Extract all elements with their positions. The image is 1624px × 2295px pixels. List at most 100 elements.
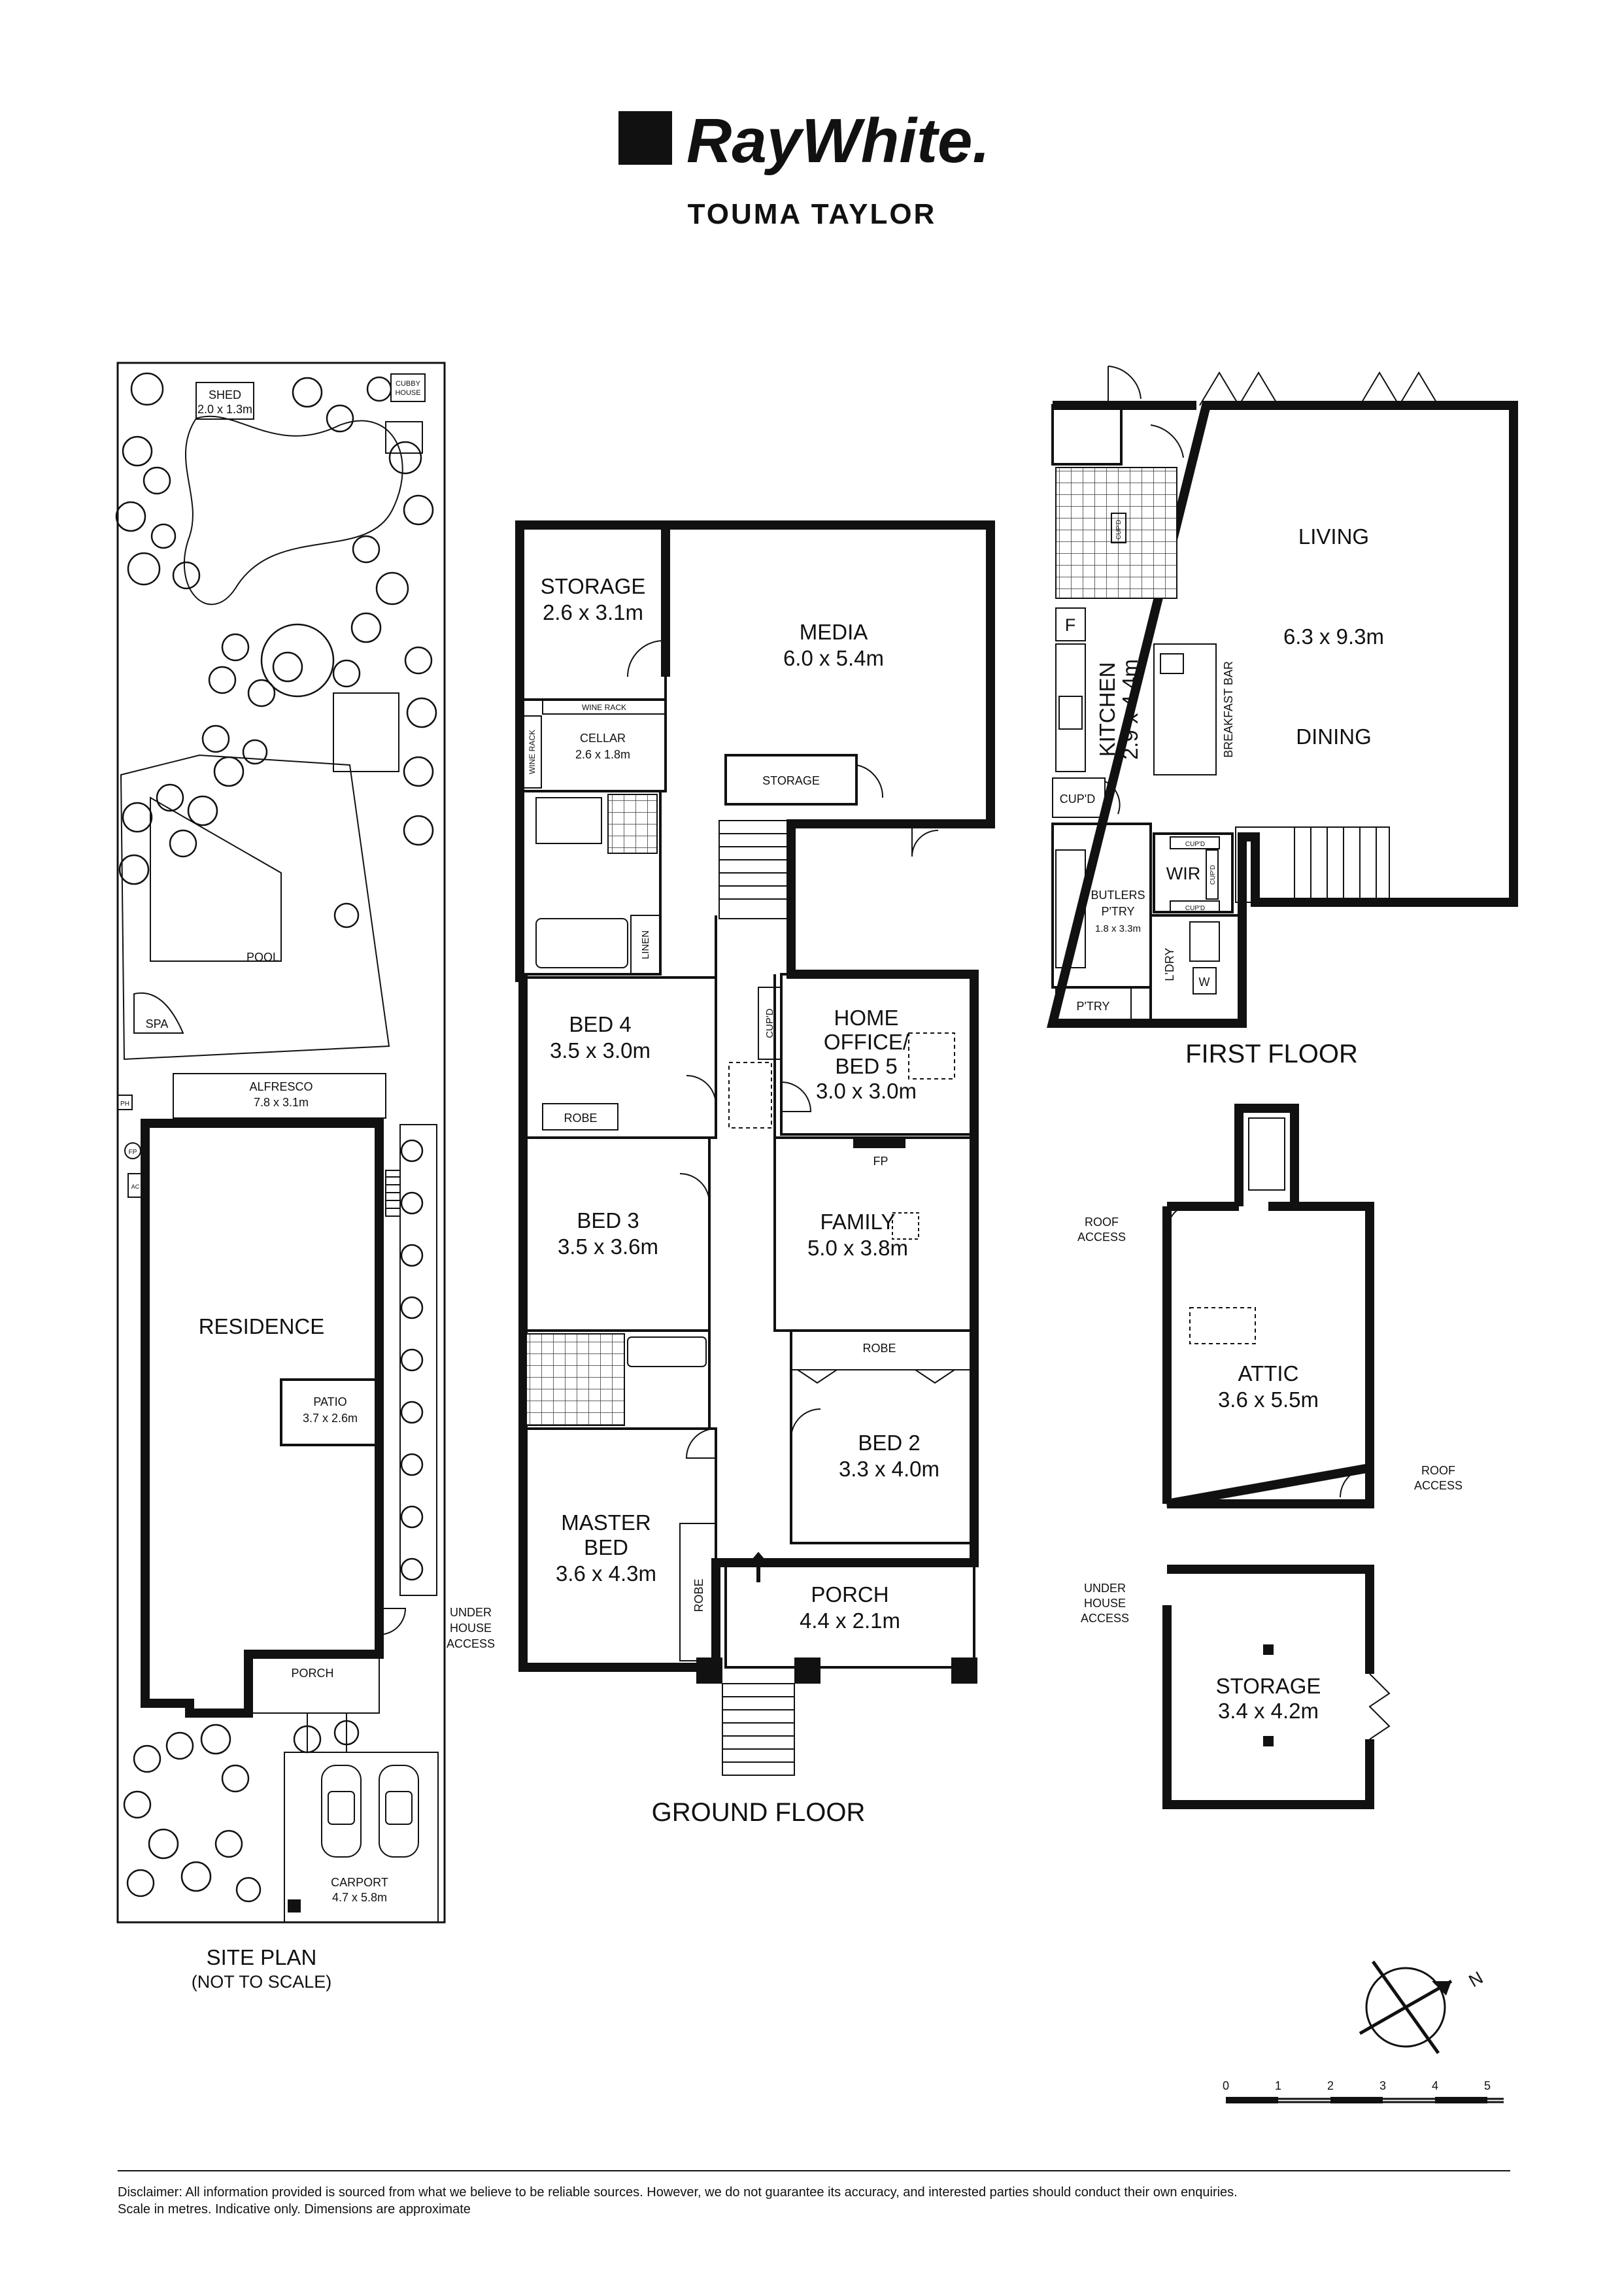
- gf-porch-dim: 4.4 x 2.1m: [800, 1608, 900, 1633]
- ff-kitchen-name: KITCHEN: [1095, 662, 1119, 757]
- gf-bathroom: [522, 790, 662, 976]
- attic-walls: [1166, 1202, 1374, 1508]
- gf-master-line2: BED: [584, 1535, 628, 1559]
- carport-post-left: [288, 1899, 301, 1912]
- ff-fridge: [1055, 607, 1086, 641]
- gf-storage-name: STORAGE: [541, 574, 646, 598]
- gf-wine-rack-side: [522, 715, 542, 789]
- ff-wir-label: WIR: [1166, 864, 1200, 883]
- gf-entry-arrow: [749, 1552, 768, 1582]
- attic-roof-door-a: [1166, 1202, 1197, 1230]
- under-access-line1: UNDER: [450, 1606, 492, 1619]
- car-icon-right: [379, 1765, 419, 1858]
- under-storage: STORAGE 3.4 x 4.2m UNDER HOUSE ACCESS: [1081, 1565, 1391, 1809]
- pool-coping: [120, 754, 390, 1061]
- attic-name: ATTIC: [1238, 1361, 1299, 1386]
- gf-front-stairs: [722, 1683, 795, 1776]
- ff-ptry: [1055, 987, 1132, 1021]
- ff-ptry-label: P'TRY: [1076, 1000, 1109, 1013]
- under-access-line1: UNDER: [1084, 1582, 1126, 1595]
- brand-logo-mark: [618, 111, 672, 165]
- gf-media-door2: [911, 824, 939, 857]
- gf-ensuite-bath: [627, 1336, 707, 1367]
- ff-wc-cupd-label: CUP'D: [1115, 520, 1123, 539]
- gf-master-line1: MASTER: [561, 1510, 651, 1535]
- gf-office-line1: HOME: [834, 1006, 899, 1030]
- gf-wine-rack-top-label: WINE RACK: [582, 703, 626, 712]
- ff-sink: [1160, 653, 1184, 674]
- ff-cupd-main: [1052, 777, 1106, 818]
- scale-tick-1: 1: [1275, 2079, 1281, 2092]
- gf-robe2-label: ROBE: [862, 1342, 896, 1355]
- alfresco-dim: 7.8 x 3.1m: [254, 1096, 309, 1109]
- ff-entry-door: [1108, 366, 1142, 405]
- gf-hall-skylight: [728, 1062, 772, 1129]
- ff-laundry-tub: [1189, 921, 1220, 962]
- gf-porch-name: PORCH: [811, 1582, 888, 1606]
- ff-washer: [1193, 967, 1217, 994]
- site-plan-title: SITE PLAN: [207, 1945, 317, 1969]
- scale-tick-5: 5: [1484, 2079, 1491, 2092]
- gf-fp-label: FP: [873, 1155, 888, 1168]
- carport-dim: 4.7 x 5.8m: [332, 1891, 387, 1904]
- carport-name: CARPORT: [331, 1876, 388, 1889]
- shed: [195, 382, 254, 420]
- ff-kitchen-dim: 2.9 x 4.4m: [1118, 659, 1142, 760]
- attic-access-b-line2: ACCESS: [1414, 1479, 1463, 1492]
- attic-hatch-walls: [1234, 1104, 1299, 1206]
- garden-paving: [333, 692, 399, 772]
- gf-fireplace: [853, 1138, 905, 1148]
- scale-tick-4: 4: [1432, 2079, 1438, 2092]
- gf-bed3-name: BED 3: [577, 1208, 639, 1232]
- disclaimer-line2: Scale in metres. Indicative only. Dimens…: [118, 2202, 471, 2217]
- under-storage-dim: 3.4 x 4.2m: [1218, 1699, 1319, 1723]
- cubby-line2: HOUSE: [395, 389, 420, 397]
- disclaimer-line1: Disclaimer: All information provided is …: [118, 2185, 1238, 2200]
- spa-outline: [133, 992, 184, 1034]
- gf-robe2: [790, 1330, 975, 1370]
- ff-living-name: LIVING: [1298, 524, 1369, 549]
- gf-ensuite-tiles: [526, 1333, 625, 1426]
- ff-wc-cupd: [1111, 513, 1126, 543]
- gf-bathtub: [535, 918, 628, 968]
- cubby-line1: CUBBY: [396, 380, 421, 388]
- ph-label: PH: [120, 1100, 129, 1108]
- patio-name: PATIO: [313, 1395, 347, 1408]
- under-storage-name: STORAGE: [1216, 1674, 1321, 1698]
- ff-breakfast-label: BREAKFAST BAR: [1222, 661, 1235, 758]
- north-label: N: [1466, 1967, 1487, 1991]
- alfresco-name: ALFRESCO: [249, 1080, 313, 1093]
- site-plan: SHED 2.0 x 1.3m CUBBY HOUSE POOL SPA ALF…: [115, 362, 495, 1992]
- under-access-line2: HOUSE: [450, 1622, 492, 1635]
- gf-bed4-dim: 3.5 x 3.0m: [550, 1038, 651, 1062]
- under-storage-walls: [1162, 1565, 1374, 1809]
- alfresco-stairs: [385, 1170, 401, 1217]
- fp-label: FP: [129, 1149, 137, 1156]
- gf-bed3-door: [679, 1173, 710, 1204]
- scale-tick-3: 3: [1379, 2079, 1386, 2092]
- gf-title: GROUND FLOOR: [652, 1798, 866, 1827]
- cubby-house: [390, 373, 426, 402]
- gf-porch-post-3: [951, 1658, 977, 1684]
- gf-office-line3: BED 5: [835, 1054, 897, 1078]
- ff-powder: [1051, 404, 1123, 466]
- ff-cupd-main-label: CUP'D: [1060, 792, 1095, 806]
- ff-title: FIRST FLOOR: [1185, 1040, 1358, 1068]
- ff-butlers-line1: BUTLERS: [1091, 889, 1145, 902]
- gf-storage2-door: [856, 764, 884, 798]
- gf-robe3-label: ROBE: [692, 1578, 705, 1612]
- site-porch: [248, 1654, 380, 1714]
- scale-tick-0: 0: [1223, 2079, 1229, 2092]
- ff-fridge-label: F: [1065, 615, 1076, 635]
- car-icon-left: [321, 1765, 362, 1858]
- ff-butlers-dim: 1.8 x 3.3m: [1095, 923, 1141, 934]
- residence-label: RESIDENCE: [199, 1314, 325, 1338]
- gf-bed4-door: [686, 1075, 717, 1106]
- pool-outline: [150, 796, 282, 962]
- cubby-deck: [385, 421, 423, 454]
- gf-storage2-label: STORAGE: [762, 774, 820, 787]
- gf-family-name: FAMILY: [820, 1210, 896, 1234]
- attic-access-a-line2: ACCESS: [1077, 1231, 1126, 1244]
- gf-linen-label: LINEN: [640, 930, 651, 959]
- brand-name: RayWhite.: [686, 106, 990, 176]
